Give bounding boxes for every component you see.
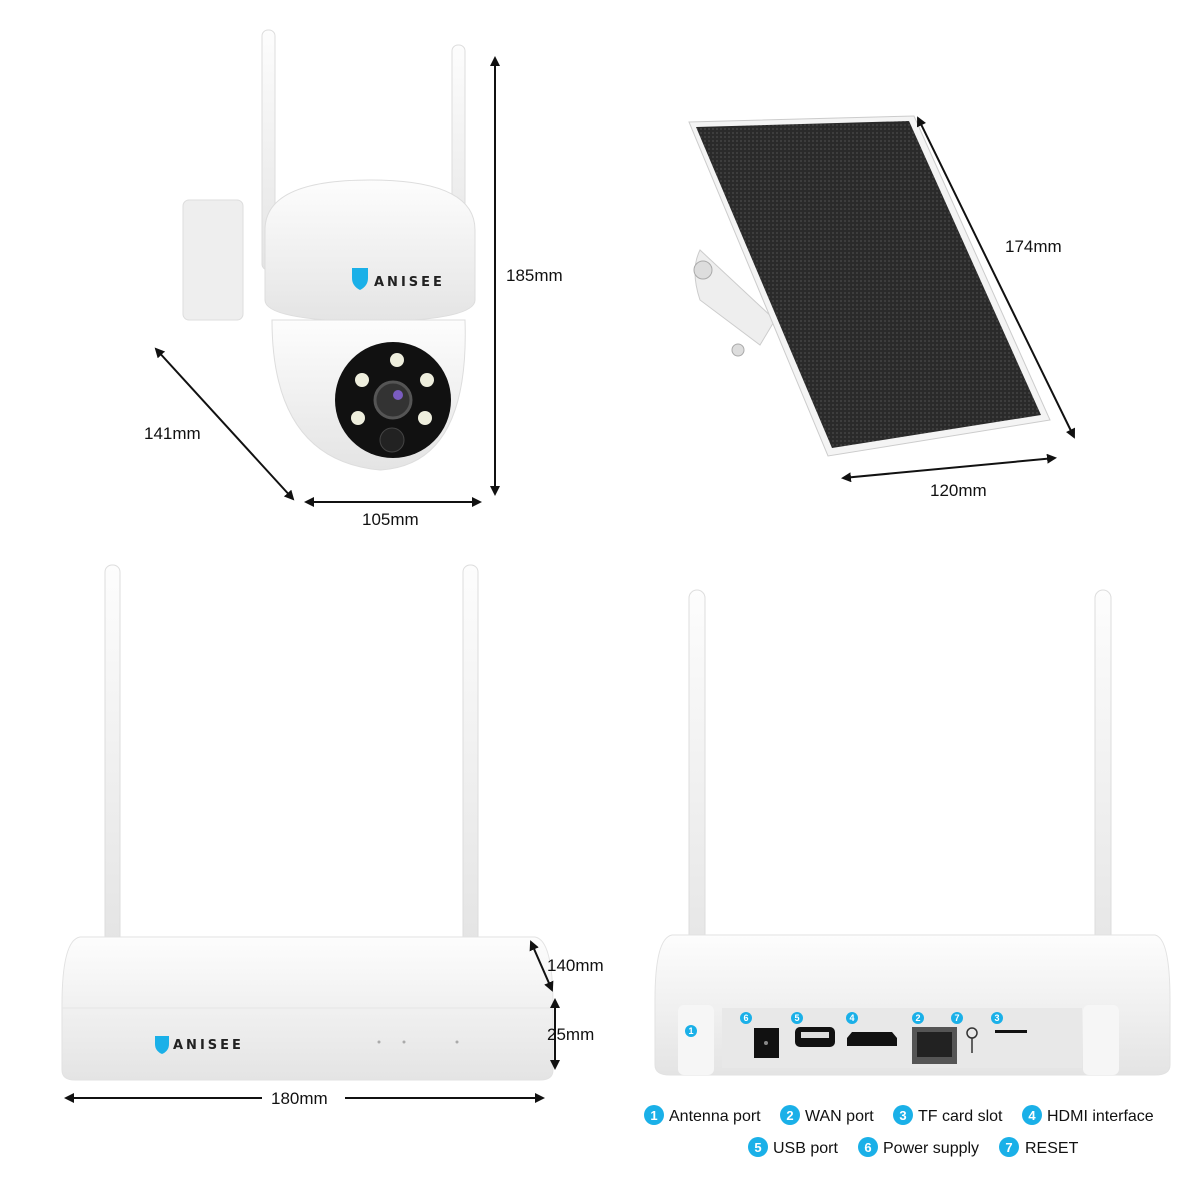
legend-item-power-supply: 6 Power supply (858, 1137, 979, 1157)
svg-text:4: 4 (849, 1013, 854, 1023)
svg-text:Power supply: Power supply (883, 1140, 979, 1157)
svg-text:1: 1 (688, 1026, 693, 1036)
nvr-antenna (104, 564, 121, 946)
nvr-depth-label: 140mm (547, 956, 604, 975)
camera: ANISEE (182, 29, 476, 471)
svg-text:USB port: USB port (773, 1140, 838, 1157)
camera-width-label: 105mm (362, 510, 419, 529)
nvr-width-label: 180mm (271, 1089, 328, 1108)
legend-item-usb-port: 5 USB port (748, 1137, 838, 1157)
port-markers: 1 6 5 4 2 7 3 (685, 1012, 1003, 1037)
svg-text:5: 5 (794, 1013, 799, 1023)
svg-text:3: 3 (899, 1108, 906, 1123)
svg-text:Antenna port: Antenna port (669, 1108, 761, 1125)
legend-item-tf-card-slot: 3 TF card slot (893, 1105, 1003, 1125)
svg-text:2: 2 (915, 1013, 920, 1023)
svg-text:4: 4 (1028, 1108, 1036, 1123)
svg-text:6: 6 (743, 1013, 748, 1023)
svg-text:HDMI interface: HDMI interface (1047, 1108, 1154, 1125)
svg-text:RESET: RESET (1025, 1140, 1079, 1157)
legend-item-wan-port: 2 WAN port (780, 1105, 874, 1125)
panel-length-label: 174mm (1005, 237, 1062, 256)
svg-text:TF card slot: TF card slot (918, 1108, 1003, 1125)
svg-text:ANISEE: ANISEE (173, 1038, 244, 1053)
svg-text:1: 1 (650, 1108, 657, 1123)
svg-text:5: 5 (754, 1140, 761, 1155)
brand-logo: ANISEE (352, 268, 445, 290)
svg-text:WAN port: WAN port (805, 1108, 874, 1125)
panel-width-label: 120mm (930, 481, 987, 500)
svg-text:7: 7 (954, 1013, 959, 1023)
svg-text:6: 6 (864, 1140, 871, 1155)
solar-panel (688, 115, 1051, 457)
camera-lens (373, 380, 413, 420)
svg-text:7: 7 (1005, 1140, 1012, 1155)
hdmi-port (847, 1032, 897, 1046)
nvr-height-label: 25mm (547, 1025, 594, 1044)
legend-item-antenna-port: 1 Antenna port (644, 1105, 761, 1125)
svg-text:2: 2 (786, 1108, 793, 1123)
camera-height-label: 185mm (506, 266, 563, 285)
svg-text:ANISEE: ANISEE (374, 275, 445, 290)
svg-text:3: 3 (994, 1013, 999, 1023)
nvr-front: ANISEE (61, 564, 554, 1081)
camera-depth-label: 141mm (144, 424, 201, 443)
tf-card-slot (995, 1030, 1027, 1033)
nvr-antenna (688, 589, 706, 981)
nvr-back: 1 6 5 4 2 7 3 (654, 589, 1171, 1076)
nvr-antenna (462, 564, 479, 946)
legend-item-hdmi-interface: 4 HDMI interface (1022, 1105, 1154, 1125)
nvr-antenna (1094, 589, 1112, 981)
legend-item-reset: 7 RESET (999, 1137, 1079, 1157)
brand-logo: ANISEE (155, 1036, 244, 1054)
